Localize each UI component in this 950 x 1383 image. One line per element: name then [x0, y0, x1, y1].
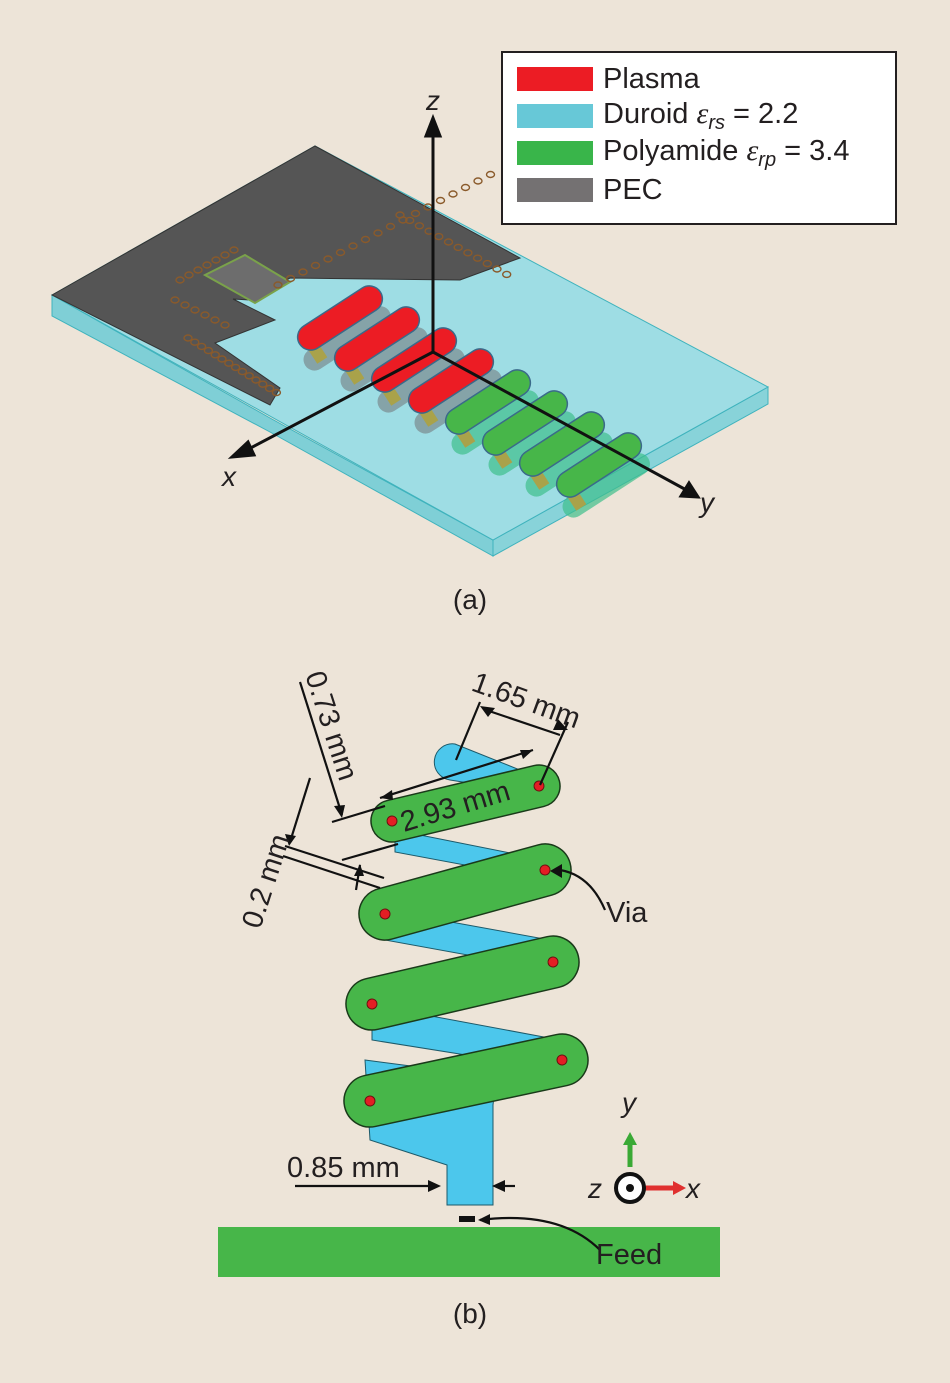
via-hole	[364, 1095, 376, 1107]
legend-swatch	[517, 67, 593, 91]
y-arrowhead-icon	[623, 1132, 637, 1145]
dim-0-2mm: 0.2 mm	[236, 830, 296, 932]
via-hole	[547, 956, 559, 968]
via-fence	[170, 170, 512, 397]
z-arrow-icon	[423, 113, 443, 138]
legend-swatch	[517, 104, 593, 128]
legend-label: PEC	[603, 173, 663, 206]
via-hole	[379, 908, 391, 920]
via-hole	[386, 815, 398, 827]
polyamide-element	[518, 411, 613, 497]
feed-port	[459, 1216, 475, 1222]
legend-item-duroid: Duroid εrs = 2.2	[517, 97, 798, 134]
plasma-element	[333, 306, 428, 392]
polyamide-element	[481, 390, 576, 476]
panel-b-top-view: 1.65 mm 0.73 mm 2.93 mm 0.2 mm 0.85 mm V…	[218, 667, 720, 1277]
dimension-arrowheads	[285, 706, 568, 1225]
polyamide-element	[444, 369, 539, 455]
dim-1-65mm: 1.65 mm	[468, 667, 585, 736]
caption-b: (b)	[452, 1298, 488, 1329]
x-axis-label: x	[220, 461, 237, 492]
via-hole	[556, 1054, 568, 1066]
x-arrowhead-icon	[673, 1181, 686, 1195]
dim-0-85mm: 0.85 mm	[287, 1152, 400, 1184]
polyamide-strip	[345, 935, 580, 1031]
polyamide-element	[555, 432, 650, 518]
plasma-element	[407, 348, 502, 434]
via-label: Via	[606, 897, 648, 929]
polyamide-strip	[370, 764, 561, 843]
b-y-label: y	[620, 1087, 638, 1118]
plasma-element	[296, 285, 391, 371]
legend-label: Duroid εrs = 2.2	[603, 97, 799, 134]
antenna-elements	[296, 285, 650, 518]
z-axis-label: z	[425, 85, 440, 116]
axes-3d	[227, 113, 701, 499]
legend-label: Plasma	[603, 62, 700, 95]
x-axis	[242, 350, 434, 454]
legend-swatch	[517, 141, 593, 165]
plasma-element	[370, 327, 465, 413]
y-arrow-icon	[678, 480, 701, 499]
caption-a: (a)	[452, 584, 488, 615]
panel-a-3d-model: z x y	[50, 85, 770, 557]
legend-swatch	[517, 178, 593, 202]
dimension-lines	[282, 681, 607, 1251]
x-arrow-icon	[227, 439, 257, 459]
legend-item-polyamide: Polyamide εrp = 3.4	[517, 134, 849, 171]
axis-indicator: y z x	[587, 1087, 701, 1204]
b-z-label: z	[587, 1173, 602, 1204]
legend-label: Polyamide εrp = 3.4	[603, 134, 850, 171]
polyamide-strip	[343, 1033, 589, 1128]
legend-item-plasma: Plasma	[517, 62, 700, 95]
top-strips	[343, 764, 589, 1128]
b-x-label: x	[684, 1173, 701, 1204]
via-hole	[539, 864, 551, 876]
y-axis	[432, 350, 691, 494]
polyamide-strip	[358, 843, 572, 941]
ground-plane	[218, 1227, 720, 1277]
dim-0-73mm: 0.73 mm	[298, 667, 363, 784]
y-axis-label: y	[698, 487, 716, 518]
pec-ground-plane	[50, 145, 522, 406]
legend-item-pec: PEC	[517, 173, 663, 206]
via-hole	[366, 998, 378, 1010]
feed-label: Feed	[596, 1239, 662, 1271]
